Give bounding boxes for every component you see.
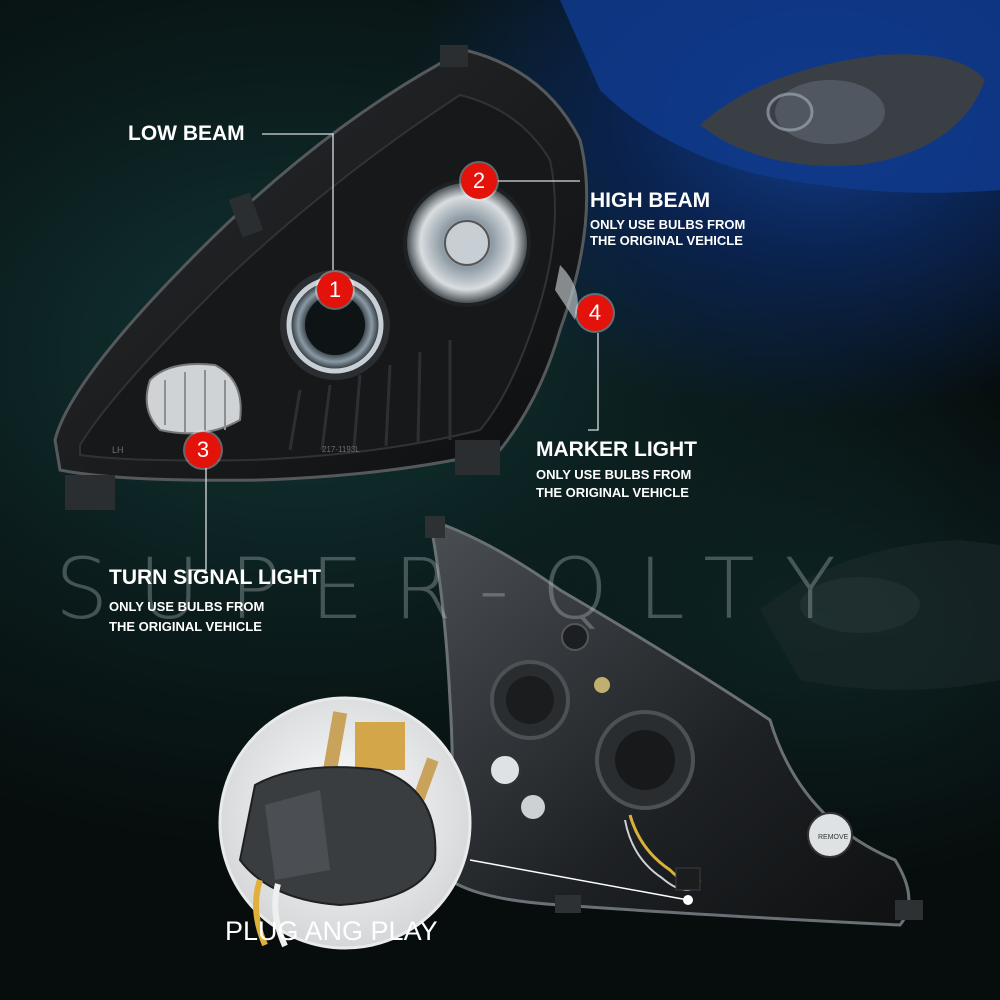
badge-turn-signal: 3 [185,432,221,468]
marker-light-note-1: ONLY USE BULBS FROM [536,467,692,482]
leader-lines [190,133,599,571]
high-beam-note-2: THE ORIGINAL VEHICLE [590,233,743,248]
part-number-mark: 217-1193L [322,445,360,454]
badge-low-beam: 1 [317,272,353,308]
watermark: SUPER-QLTY [55,540,866,638]
plug-and-play-label: PLUG ANG PLAY [225,916,438,946]
background-car-dark [760,540,1000,690]
high-beam-title: HIGH BEAM [590,189,711,212]
turn-signal-note-2: THE ORIGINAL VEHICLE [109,619,262,634]
high-beam-note-1: ONLY USE BULBS FROM [590,217,746,232]
badge-marker-light: 4 [577,295,613,331]
marker-light-note-2: THE ORIGINAL VEHICLE [536,485,689,500]
plug-closeup [218,696,693,950]
turn-signal-note-1: ONLY USE BULBS FROM [109,599,265,614]
headlight-front-view: LH 217-1193L [53,45,589,510]
lh-mark: LH [112,445,124,455]
headlight-rear-view: REMOVE [425,516,923,927]
turn-signal-title: TURN SIGNAL LIGHT [109,566,321,589]
marker-light-title: MARKER LIGHT [536,438,697,461]
badge-high-beam: 2 [461,163,497,199]
background-car-blue [560,0,1000,193]
low-beam-title: LOW BEAM [128,122,245,145]
remove-label-right: REMOVE [818,834,849,841]
